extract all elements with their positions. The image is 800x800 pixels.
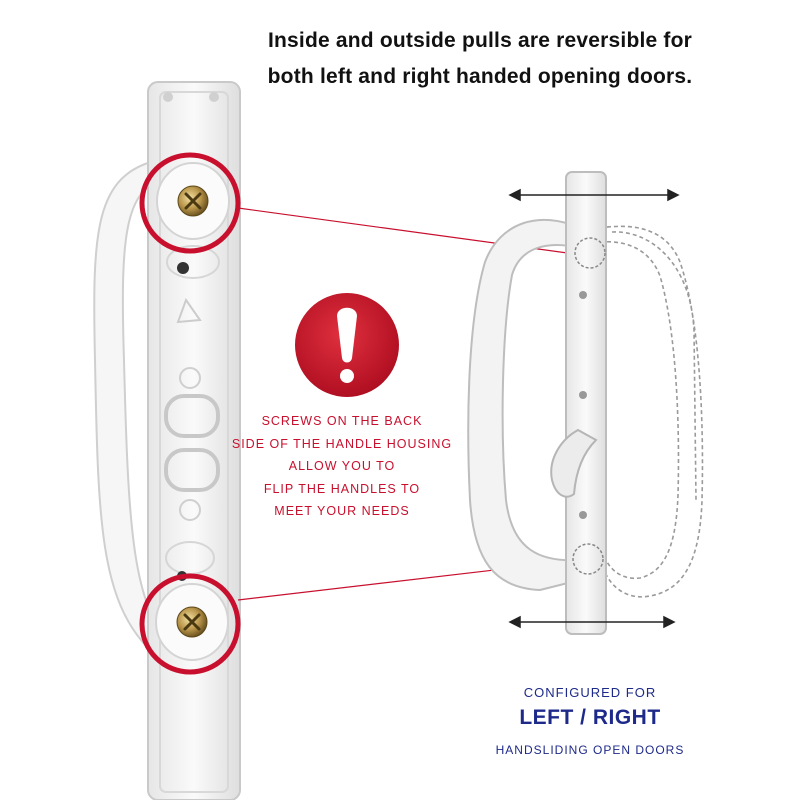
front-handle-plate (565, 171, 607, 635)
warning-line: ALLOW YOU TO (288, 459, 396, 473)
config-line-1: CONFIGURED FOR (523, 685, 657, 700)
exclamation-icon (295, 293, 399, 397)
back-handle (93, 81, 241, 800)
headline-line-2: both left and right handed opening doors… (267, 65, 693, 88)
front-handle (467, 171, 704, 635)
config-line-2: LEFT / RIGHT (519, 706, 661, 729)
warning-line: FLIP THE HANDLES TO (263, 482, 421, 496)
top-screw-highlight-ring (139, 152, 241, 254)
latch-lever (550, 428, 598, 498)
warning-line: SCREWS ON THE BACK (261, 414, 423, 428)
warning-line: MEET YOUR NEEDS (274, 504, 410, 518)
top-width-arrow (508, 188, 680, 202)
bottom-screw-highlight-ring (139, 573, 241, 675)
flipped-handle-outline (599, 225, 704, 598)
headline-line-1: Inside and outside pulls are reversible … (267, 29, 693, 52)
bottom-width-arrow (508, 615, 676, 629)
warning-line: SIDE OF THE HANDLE HOUSING (231, 437, 453, 451)
front-handle-grip (467, 218, 582, 592)
config-line-3: HANDSLIDING OPEN DOORS (495, 743, 685, 757)
